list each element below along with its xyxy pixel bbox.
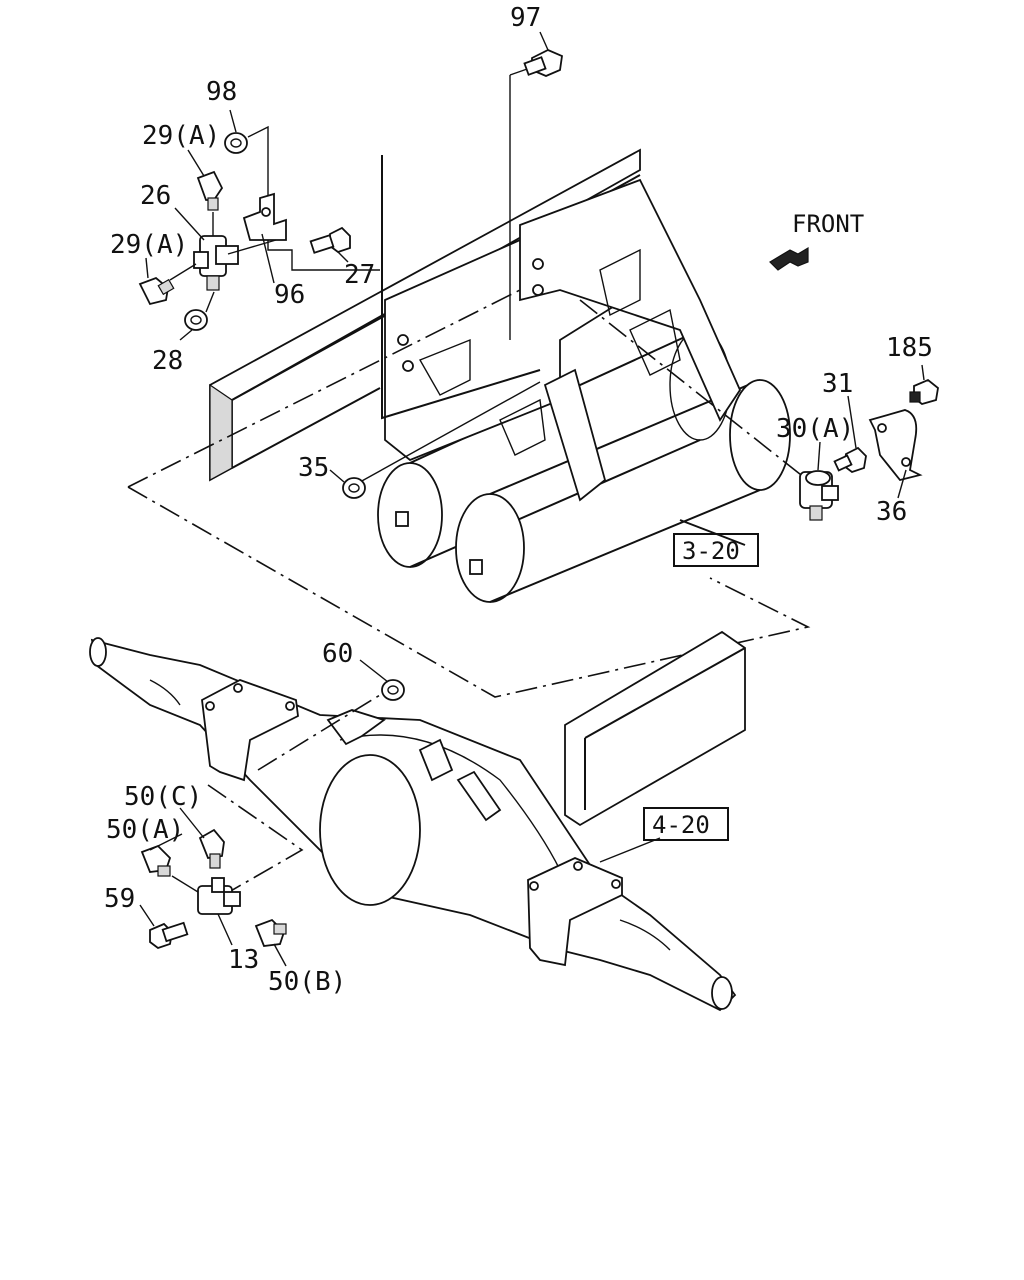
part-185-clip (909, 378, 939, 405)
label-59: 59 (104, 884, 135, 914)
front-label: FRONT (792, 210, 864, 238)
label-185: 185 (886, 333, 933, 363)
part-60-nut (381, 679, 405, 701)
part-50b-fitting (254, 918, 287, 947)
label-60: 60 (322, 639, 353, 669)
label-13: 13 (228, 945, 259, 975)
part-27-bolt (309, 226, 351, 254)
label-28: 28 (152, 346, 183, 376)
part-50c-fitting (198, 828, 225, 869)
front-arrow-icon (769, 246, 809, 271)
label-36: 36 (876, 497, 907, 527)
part-96-bracket (242, 192, 287, 241)
label-29a-left: 29(A) (110, 230, 188, 260)
label-30a: 30(A) (776, 414, 854, 444)
part-30a-valve (799, 470, 839, 521)
part-35-nut (342, 477, 366, 499)
reference-4-20: 4-20 (652, 811, 710, 839)
part-28-nut (184, 309, 208, 331)
frame-rail-lower (564, 630, 746, 827)
label-27: 27 (344, 260, 375, 290)
label-50b: 50(B) (268, 967, 346, 997)
part-98-nut (224, 132, 248, 154)
tank-bracket-front (519, 178, 742, 422)
part-97-bolt (523, 49, 563, 77)
part-31-bolt (833, 446, 867, 474)
part-13-tee (197, 877, 241, 915)
reference-box-4-20: 4-20 (643, 807, 729, 841)
part-29a-top-fitting (196, 170, 224, 211)
label-96: 96 (274, 280, 305, 310)
label-50c: 50(C) (124, 782, 202, 812)
spring-seat-right (527, 857, 623, 967)
leader-lines (139, 31, 925, 967)
label-97: 97 (510, 3, 541, 33)
air-tank-front (455, 379, 791, 603)
axle-bracket-small (326, 709, 502, 822)
part-50a-fitting (140, 844, 172, 877)
label-31: 31 (822, 369, 853, 399)
label-98: 98 (206, 77, 237, 107)
label-35: 35 (298, 453, 329, 483)
label-29a-top: 29(A) (142, 121, 220, 151)
part-59-bolt (149, 921, 189, 950)
reference-3-20: 3-20 (682, 537, 740, 565)
spring-seat-left (201, 679, 299, 782)
part-26-tee (193, 235, 239, 291)
part-36-bracket (868, 409, 923, 482)
part-29a-left-fitting (138, 276, 175, 306)
label-50a: 50(A) (106, 815, 184, 845)
reference-box-3-20: 3-20 (673, 533, 759, 567)
label-26: 26 (140, 181, 171, 211)
